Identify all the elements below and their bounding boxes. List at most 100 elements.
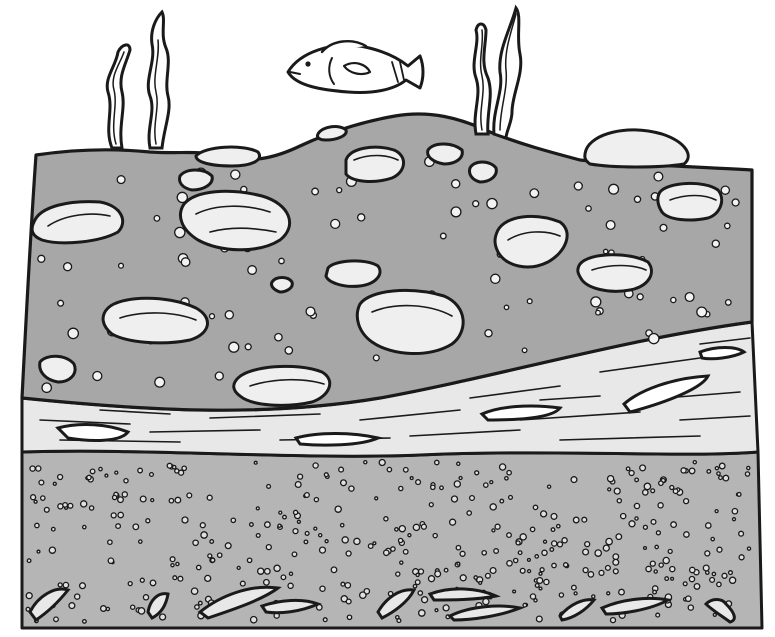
grain: [293, 529, 298, 534]
grain: [358, 214, 365, 221]
grain: [473, 201, 479, 207]
grain: [479, 582, 482, 585]
grain: [606, 221, 615, 230]
grain: [44, 507, 49, 512]
grain: [314, 527, 317, 530]
grain: [539, 572, 542, 575]
grain: [295, 482, 301, 488]
grain: [683, 582, 687, 586]
grain: [413, 585, 416, 588]
grain: [717, 472, 720, 475]
grain: [211, 558, 215, 562]
grain: [193, 540, 198, 545]
seaweed-frond: [148, 12, 169, 148]
grain: [90, 506, 94, 510]
grain: [643, 490, 648, 495]
grain: [410, 477, 413, 480]
pebble: [180, 191, 289, 249]
grain: [550, 548, 554, 552]
grain: [715, 510, 718, 513]
grain: [747, 466, 750, 469]
grain: [108, 558, 113, 563]
grain: [341, 480, 347, 486]
grain: [719, 476, 723, 480]
grain: [456, 546, 460, 550]
grain: [320, 547, 326, 553]
grain: [537, 578, 543, 584]
grain: [697, 307, 707, 317]
pebble: [658, 183, 722, 220]
grain: [167, 463, 172, 468]
grain: [375, 497, 378, 500]
grain: [530, 527, 534, 531]
grain: [644, 483, 650, 489]
grain: [685, 293, 694, 302]
pebble: [180, 170, 213, 190]
grain: [634, 503, 639, 508]
grain: [665, 577, 669, 581]
grain: [335, 506, 341, 512]
grain: [195, 605, 199, 609]
grain: [541, 511, 547, 517]
grain: [182, 466, 186, 470]
grain: [688, 605, 693, 610]
grain: [637, 294, 643, 300]
grain: [105, 474, 108, 477]
grain: [140, 578, 144, 582]
grain: [671, 297, 676, 302]
grain: [349, 486, 354, 491]
grain: [644, 547, 647, 550]
grain: [197, 565, 201, 569]
grain: [653, 590, 657, 594]
grain: [621, 514, 626, 519]
grain: [706, 523, 711, 528]
grain: [397, 619, 401, 623]
grain: [616, 534, 622, 540]
grain: [87, 475, 91, 479]
grain: [210, 314, 215, 319]
grain: [325, 540, 328, 543]
grain: [457, 562, 460, 565]
grain: [155, 377, 165, 387]
grain: [557, 525, 560, 528]
grain: [384, 517, 388, 521]
grain: [200, 523, 205, 528]
grain: [655, 545, 658, 548]
grain: [528, 559, 531, 562]
grain: [304, 540, 308, 544]
grain: [457, 462, 460, 465]
grain: [435, 609, 438, 612]
grain: [312, 188, 319, 195]
grain: [564, 563, 568, 567]
pebble: [346, 147, 404, 181]
grain: [131, 605, 135, 609]
grain: [68, 503, 73, 508]
grain: [614, 488, 620, 494]
grain: [281, 575, 286, 580]
grain: [629, 521, 635, 527]
grain: [254, 461, 257, 464]
grain: [490, 481, 493, 484]
grain: [491, 274, 500, 283]
grain: [342, 537, 348, 543]
grain: [530, 594, 535, 599]
grain: [707, 470, 711, 474]
grain: [694, 584, 700, 590]
grain: [739, 531, 744, 536]
grain: [440, 486, 444, 490]
grain: [63, 582, 68, 587]
grain: [231, 170, 240, 179]
grain: [173, 466, 176, 469]
grain: [658, 503, 663, 508]
pebble: [357, 290, 463, 353]
grain: [573, 517, 579, 523]
grain: [500, 499, 504, 503]
grain: [83, 620, 87, 624]
grain: [133, 524, 139, 530]
grain: [459, 477, 462, 480]
grain: [626, 467, 630, 471]
grain: [562, 538, 567, 543]
grain: [247, 558, 251, 562]
grain: [415, 580, 420, 585]
grain: [373, 355, 379, 361]
